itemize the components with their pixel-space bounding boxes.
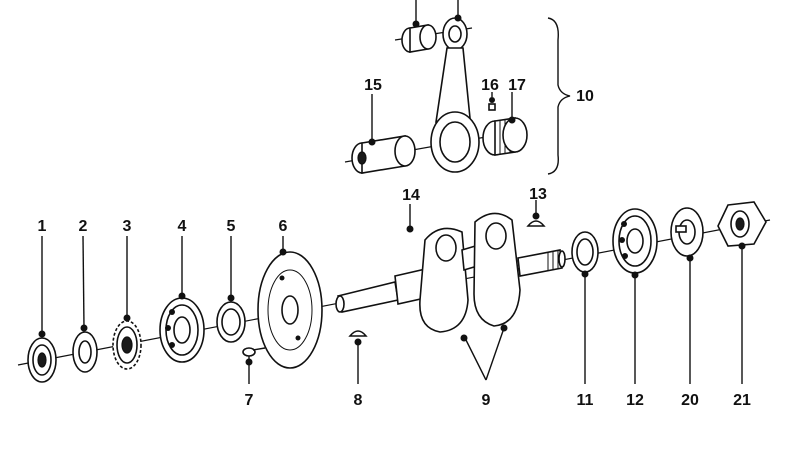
part-6-flywheel <box>257 251 323 369</box>
callout-11: 11 <box>577 392 594 409</box>
callout-9: 9 <box>482 392 491 409</box>
part-17-needle-bearing <box>482 117 528 156</box>
part-4-ball-bearing <box>159 297 205 363</box>
part-5-ring <box>216 301 246 343</box>
part-9-crankshaft <box>335 212 566 333</box>
callout-8: 8 <box>354 392 363 409</box>
callout-16: 16 <box>481 77 499 94</box>
part-15-piston-pin <box>351 135 416 174</box>
callout-14: 14 <box>402 187 420 204</box>
part-11-shim <box>571 231 599 273</box>
callout-5: 5 <box>227 218 236 235</box>
part-13-woodruff-key <box>526 220 546 227</box>
callout-7: 7 <box>245 392 254 409</box>
callout-6: 6 <box>279 218 288 235</box>
callout-15: 15 <box>364 77 382 94</box>
part-2-washer <box>72 331 98 373</box>
small-end-bushing <box>401 24 437 53</box>
part-12-ball-bearing <box>612 208 658 274</box>
callout-20: 20 <box>681 392 699 409</box>
part-21-nut <box>717 201 767 247</box>
group-bracket-10 <box>547 17 571 175</box>
leader-lines <box>41 0 743 384</box>
part-8-woodruff-key <box>348 330 368 337</box>
callout-4: 4 <box>178 218 187 235</box>
part-1-bearing <box>27 337 57 383</box>
callout-12: 12 <box>626 392 644 409</box>
connecting-rod <box>430 17 480 173</box>
callout-1: 1 <box>38 218 47 235</box>
part-7-screw <box>242 347 266 357</box>
callout-17: 17 <box>508 77 526 94</box>
part-3-sprocket <box>112 320 142 370</box>
callout-13: 13 <box>529 186 547 203</box>
callout-3: 3 <box>123 218 132 235</box>
callout-10: 10 <box>576 88 594 105</box>
callout-21: 21 <box>733 392 751 409</box>
callout-2: 2 <box>79 218 88 235</box>
part-16-pin <box>488 97 496 111</box>
leader-dots <box>38 14 746 366</box>
part-20-lock-washer <box>670 207 704 257</box>
